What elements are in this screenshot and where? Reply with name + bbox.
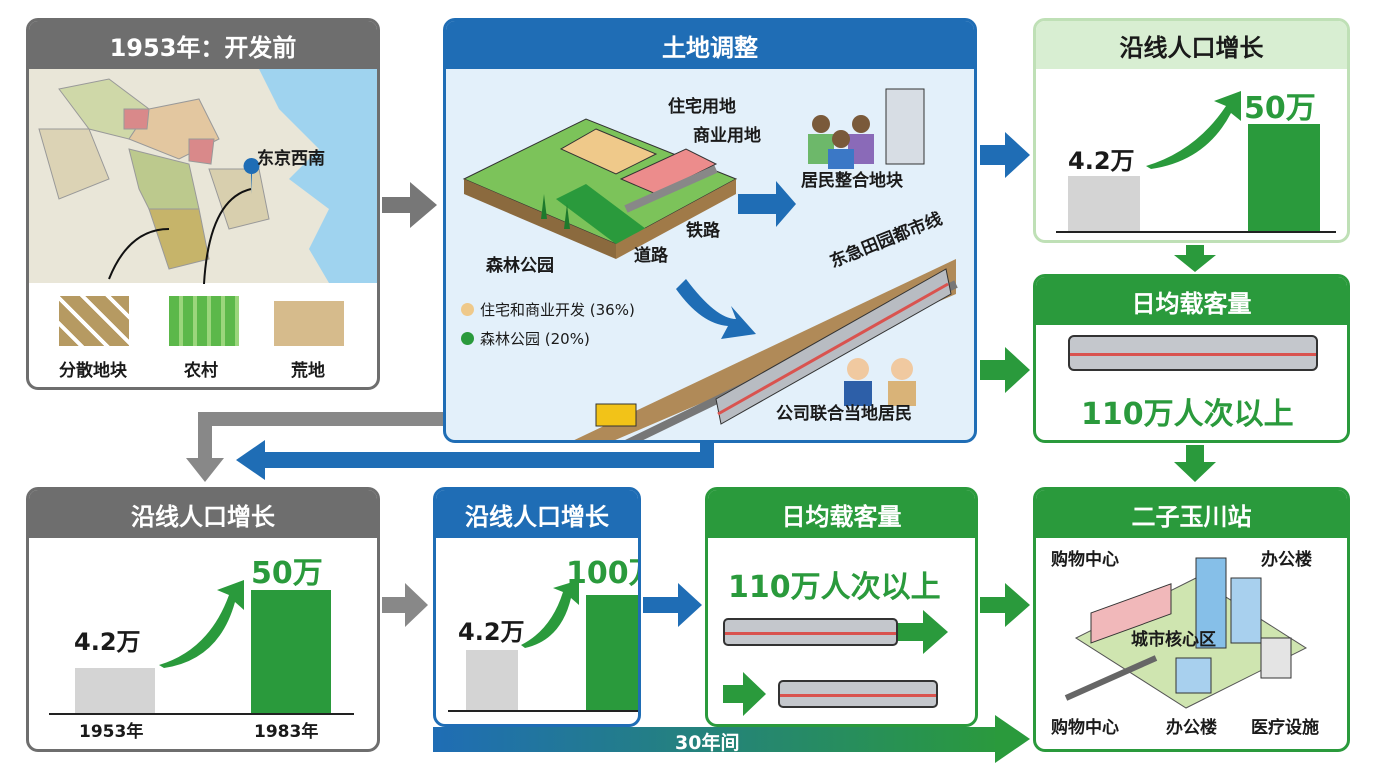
growth-arrow-icon bbox=[521, 580, 579, 648]
panel-title: 二子玉川站 bbox=[1036, 490, 1347, 538]
ridership-value: 110万人次以上 bbox=[728, 570, 941, 605]
hospital-icon bbox=[1260, 637, 1292, 679]
wasteland-icon bbox=[274, 301, 344, 346]
panel-title: 土地调整 bbox=[446, 21, 974, 69]
baseline bbox=[49, 713, 354, 715]
arrow-right-icon bbox=[382, 182, 437, 228]
legend: 住宅和商业开发 (36%) 森林公园 (20%) bbox=[461, 299, 635, 349]
panel-title: 1953年：开发前 bbox=[29, 21, 377, 69]
land-readjustment-panel: 土地调整 住宅用地 商业用地 铁路 道路 森林公园 居民整合地块 东急田园都市线… bbox=[443, 18, 977, 443]
arrow-left-gray bbox=[186, 412, 443, 482]
tokyo-map: 东京西南 bbox=[29, 69, 377, 285]
population-growth-mid-panel: 沿线人口增长 4.2万 100万 bbox=[433, 487, 641, 727]
ridership-arrows bbox=[723, 610, 948, 716]
train-icon bbox=[1068, 335, 1318, 371]
commercial-label: 商业用地 bbox=[693, 126, 761, 146]
arrow-right-icon bbox=[382, 583, 428, 627]
population-bar-before bbox=[75, 668, 155, 713]
shopping-mall-icon bbox=[1090, 583, 1172, 644]
population-bar-before bbox=[466, 650, 518, 710]
arrow-right-icon bbox=[723, 672, 766, 716]
arrow-right-icon bbox=[980, 347, 1030, 393]
legend-dot-residential bbox=[461, 303, 474, 316]
arrow-right-icon bbox=[980, 132, 1030, 178]
excavator-icon bbox=[595, 403, 637, 427]
office-label: 办公楼 bbox=[1261, 550, 1312, 570]
train-icon bbox=[778, 680, 938, 708]
arrow-right-icon bbox=[980, 583, 1030, 627]
city-core-illustration bbox=[1064, 557, 1308, 709]
company-people-icon bbox=[844, 358, 916, 406]
daily-ridership-mid-panel: 日均载客量 110万人次以上 bbox=[705, 487, 978, 727]
center-label: 城市核心区 bbox=[1131, 630, 1216, 650]
baseline bbox=[448, 710, 638, 712]
timeline-bar bbox=[433, 727, 1003, 752]
panel-title: 日均载客量 bbox=[1036, 277, 1347, 325]
residents-icon bbox=[808, 115, 874, 169]
company-label: 公司联合当地居民 bbox=[776, 404, 912, 424]
shopping-label: 购物中心 bbox=[1051, 718, 1119, 738]
arrow-down-icon bbox=[676, 279, 756, 339]
arrow-right-icon bbox=[643, 583, 702, 627]
arrow-right-icon bbox=[738, 181, 796, 227]
panel-title: 沿线人口增长 bbox=[1036, 21, 1347, 69]
baseline bbox=[1056, 231, 1336, 233]
land-illustration bbox=[462, 88, 958, 440]
timeline-arrowhead-icon bbox=[995, 715, 1030, 763]
population-bar-after bbox=[251, 590, 331, 713]
year-label: 1953年 bbox=[79, 722, 144, 742]
population-growth-left-panel: 沿线人口增长 4.2万 50万 1953年 1983年 bbox=[26, 487, 380, 752]
map-illustration bbox=[38, 69, 377, 285]
before-development-panel: 1953年：开发前 东京西南 分散地块 农村 荒地 bbox=[26, 18, 380, 390]
residential-label: 住宅用地 bbox=[668, 97, 736, 117]
timeline-label: 30年间 bbox=[675, 732, 740, 754]
legend-item: 森林公园 (20%) bbox=[480, 330, 590, 348]
year-label: 1983年 bbox=[254, 722, 319, 742]
arrow-right-icon bbox=[898, 610, 948, 654]
population-after: 50万 bbox=[1244, 91, 1316, 126]
panel-title: 沿线人口增长 bbox=[436, 490, 638, 538]
population-after: 50万 bbox=[251, 556, 323, 591]
road-label: 道路 bbox=[634, 246, 668, 266]
population-before: 4.2万 bbox=[458, 618, 525, 646]
growth-arrow-icon bbox=[1146, 91, 1241, 169]
shopping-label: 购物中心 bbox=[1051, 550, 1119, 570]
ridership-value: 110万人次以上 bbox=[1081, 397, 1294, 432]
icon-label: 农村 bbox=[184, 361, 218, 381]
map-label: 东京西南 bbox=[257, 149, 325, 169]
panel-title: 沿线人口增长 bbox=[29, 490, 377, 538]
daily-ridership-top-panel: 日均载客量 110万人次以上 bbox=[1033, 274, 1350, 443]
population-before: 4.2万 bbox=[74, 628, 141, 656]
arrow-left-blue bbox=[236, 440, 714, 480]
arrow-down-icon bbox=[1174, 445, 1216, 482]
scattered-plots-icon bbox=[59, 296, 129, 346]
arrow-down-icon bbox=[1174, 245, 1216, 272]
farmland-icon bbox=[169, 296, 239, 346]
population-bar-after bbox=[586, 595, 638, 710]
forest-label: 森林公园 bbox=[486, 256, 554, 276]
medical-label: 医疗设施 bbox=[1251, 718, 1319, 738]
train-icon bbox=[715, 268, 952, 425]
map-pin-icon bbox=[243, 158, 260, 194]
population-bar-before bbox=[1068, 176, 1140, 231]
futako-tamagawa-panel: 二子玉川站 城市核心区 购物中心 办公楼 购物中心 办公楼 医疗设施 bbox=[1033, 487, 1350, 752]
railway-label: 铁路 bbox=[686, 221, 720, 241]
train-icon bbox=[723, 618, 898, 646]
panel-title: 日均载客量 bbox=[708, 490, 975, 538]
icon-label: 分散地块 bbox=[59, 361, 127, 381]
office-small-icon bbox=[1175, 657, 1212, 694]
building-icon bbox=[885, 88, 925, 165]
population-before: 4.2万 bbox=[1068, 147, 1135, 175]
growth-arrow-icon bbox=[159, 580, 244, 668]
legend-dot-forest bbox=[461, 332, 474, 345]
legend-item: 住宅和商业开发 (36%) bbox=[480, 301, 635, 319]
office-label: 办公楼 bbox=[1166, 718, 1217, 738]
population-after: 100万 bbox=[566, 556, 638, 591]
office-tower-icon bbox=[1195, 557, 1227, 649]
population-growth-top-panel: 沿线人口增长 4.2万 50万 bbox=[1033, 18, 1350, 243]
office-building-icon bbox=[1230, 577, 1262, 644]
population-bar-after bbox=[1248, 124, 1320, 231]
icon-label: 荒地 bbox=[291, 361, 325, 381]
residents-label: 居民整合地块 bbox=[801, 171, 903, 191]
